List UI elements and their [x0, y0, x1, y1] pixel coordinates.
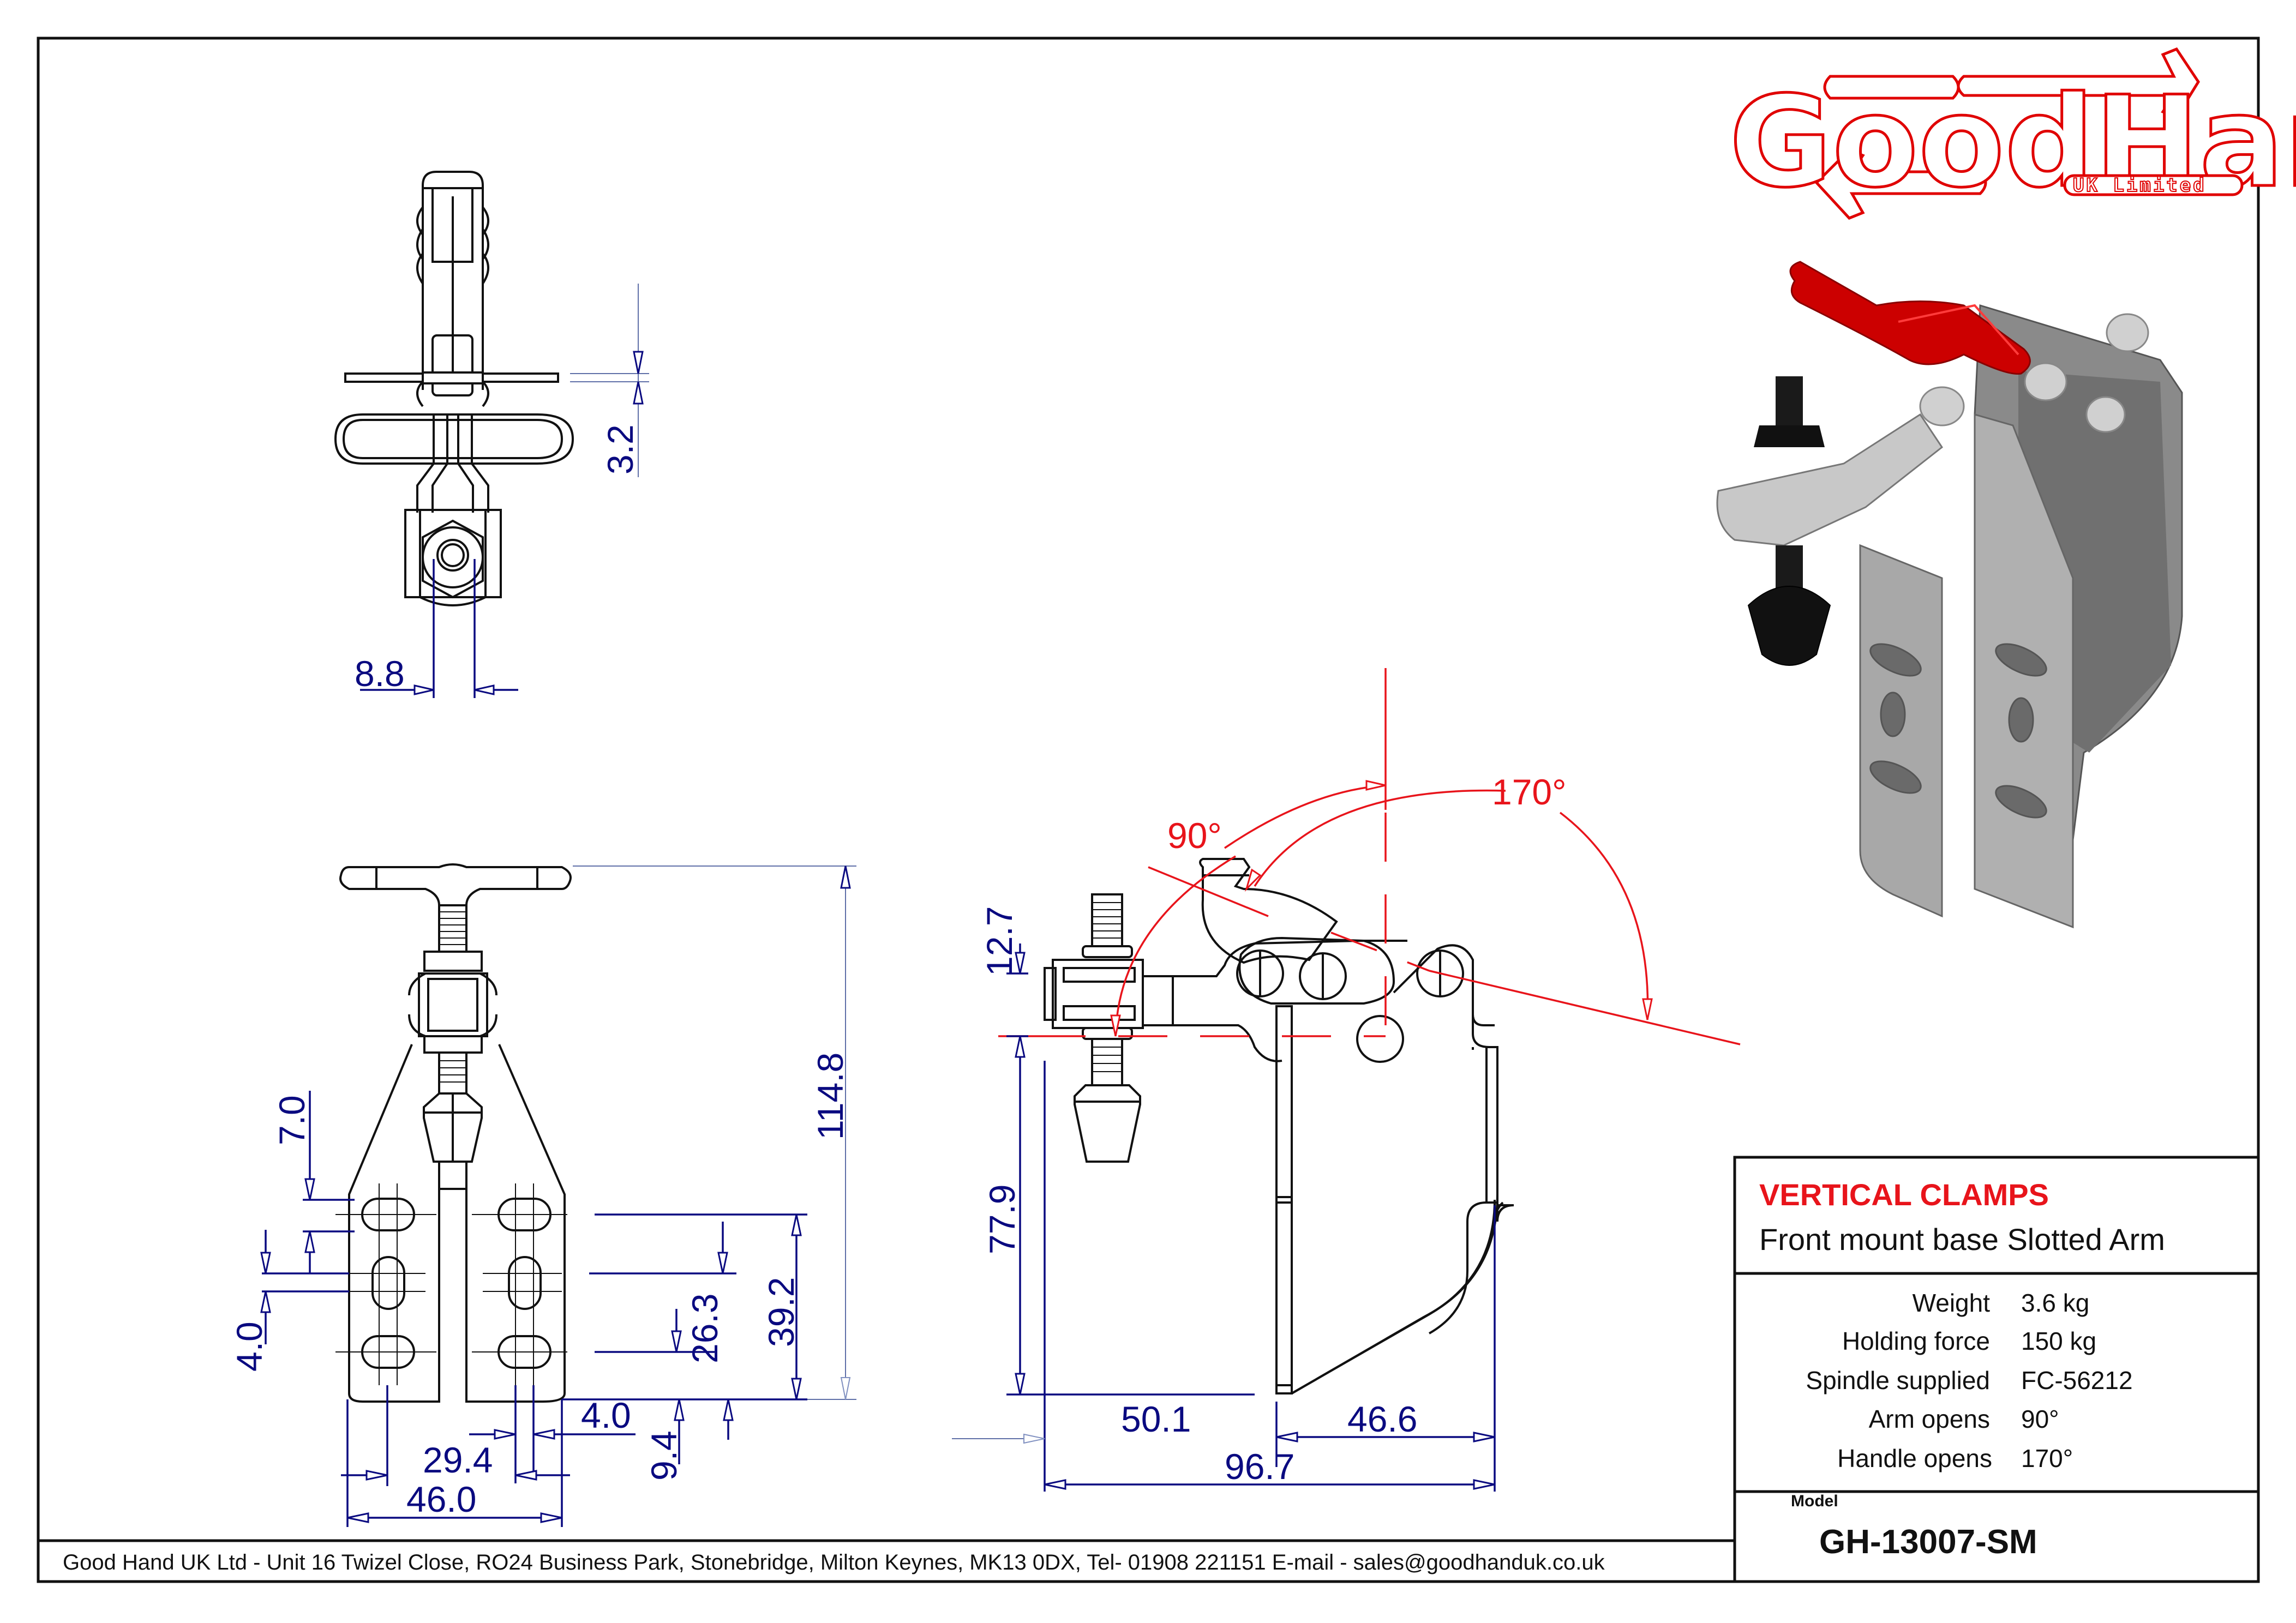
- dim-front-base-width: 46.0: [406, 1479, 476, 1519]
- dim-top-thickness: 3.2: [600, 424, 640, 474]
- front-view-dimensions: 114.8 39.2 26.3 7.0 4.0: [229, 865, 856, 1527]
- model-label: Model: [1791, 1492, 1838, 1510]
- front-view: [335, 863, 572, 1403]
- spec-value: 170°: [2021, 1444, 2073, 1472]
- top-view: [334, 171, 574, 606]
- spec-label: Weight: [1913, 1289, 1991, 1317]
- spec-value: 90°: [2021, 1405, 2059, 1433]
- sheet-border: [37, 37, 2260, 1583]
- dim-top-slot-width: 8.8: [355, 653, 405, 694]
- red-t-handle: [1789, 261, 2031, 375]
- dim-side-reach: 50.1: [1121, 1399, 1191, 1439]
- model-number: GH-13007-SM: [1819, 1523, 2037, 1561]
- clamp-arm: [1716, 413, 1944, 546]
- spec-label: Spindle supplied: [1806, 1366, 1990, 1394]
- angle-handle-opens: 170°: [1492, 772, 1567, 812]
- dim-front-slot-width: 4.0: [581, 1395, 631, 1435]
- dim-front-base-offset: 9.4: [644, 1430, 684, 1481]
- title-description: Front mount base Slotted Arm: [1759, 1222, 2165, 1257]
- spec-label: Arm opens: [1869, 1405, 1990, 1433]
- spec-label: Handle opens: [1837, 1444, 1992, 1472]
- dim-front-slot-pitch-total: 39.2: [761, 1277, 801, 1347]
- rubber-tip: [1747, 586, 1831, 666]
- title-category: VERTICAL CLAMPS: [1759, 1177, 2049, 1212]
- spec-label: Holding force: [1842, 1327, 1990, 1355]
- side-view: [1044, 858, 1514, 1394]
- dim-front-overall-height: 114.8: [810, 1053, 850, 1140]
- clamp-3d-render: [1716, 261, 2183, 929]
- angle-arm-opens: 90°: [1167, 815, 1222, 856]
- dim-front-top-offset: 7.0: [272, 1095, 312, 1145]
- spec-value: 150 kg: [2021, 1327, 2096, 1355]
- dim-front-slot-center-span: 29.4: [423, 1440, 493, 1480]
- title-block: VERTICAL CLAMPS Front mount base Slotted…: [1733, 1156, 2260, 1583]
- spec-table: Weight 3.6 kg Holding force 150 kg Spind…: [1806, 1289, 2132, 1472]
- footer-address: Good Hand UK Ltd - Unit 16 Twizel Close,…: [63, 1550, 1605, 1574]
- side-view-angle-lines: 90° 170°: [998, 668, 1741, 1045]
- dim-side-base-depth: 46.6: [1347, 1399, 1417, 1439]
- side-view-dimensions: 12.7 77.9 50.1 46.6 96.7: [952, 906, 1496, 1492]
- dim-side-spindle-above: 12.7: [979, 906, 1020, 976]
- spindle-thread-bottom: [1776, 545, 1803, 589]
- logo-tagline: UK Limited: [2073, 175, 2207, 196]
- spec-value: 3.6 kg: [2021, 1289, 2089, 1317]
- dim-side-height-to-spindle: 77.9: [982, 1185, 1022, 1254]
- dim-side-overall-length: 96.7: [1225, 1446, 1294, 1487]
- dim-front-slot-pitch-lower: 26.3: [685, 1294, 725, 1363]
- spec-value: FC-56212: [2021, 1366, 2133, 1394]
- dim-front-slot-height: 4.0: [229, 1321, 269, 1372]
- top-view-dimensions: 8.8 3.2: [355, 284, 649, 698]
